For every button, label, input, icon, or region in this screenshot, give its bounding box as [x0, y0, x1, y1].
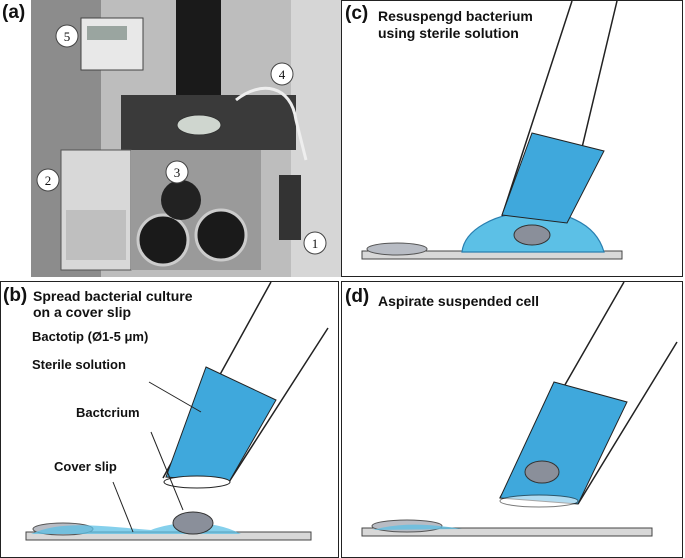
- panel-c-tag: (c): [345, 3, 369, 24]
- device-5: [80, 17, 144, 71]
- svg-text:4: 4: [279, 67, 286, 82]
- panel-c-drawing: [361, 1, 623, 260]
- bacterium-cell: [513, 224, 551, 246]
- leader-sterile: [148, 381, 202, 413]
- panel-a-tag: (a): [2, 2, 26, 23]
- pipette-liquid: [165, 366, 277, 483]
- microscope-photo: 5 4 3 2 1: [31, 0, 341, 277]
- panel-c-title-line-1: Resuspengd bacterium: [378, 8, 533, 24]
- flat-cell: [366, 242, 428, 256]
- svg-text:2: 2: [45, 173, 52, 188]
- bacterium-cell: [524, 460, 560, 484]
- panel-d-drawing: [361, 282, 678, 537]
- panel-b-title-line-2: on a cover slip: [33, 304, 132, 320]
- device-1: [279, 175, 301, 240]
- marker-5: 5: [55, 24, 79, 48]
- objective-column: [176, 0, 221, 110]
- cover-slip: [361, 527, 653, 537]
- panel-d-tag: (d): [345, 286, 370, 307]
- panel-b-drawing: [25, 282, 329, 541]
- svg-text:1: 1: [312, 236, 319, 251]
- marker-4: 4: [270, 62, 294, 86]
- eyepiece-right: [194, 208, 248, 262]
- panel-b-tag: (b): [3, 285, 28, 306]
- bacterium-cell: [172, 511, 214, 535]
- pipette-liquid: [499, 381, 628, 505]
- svg-text:5: 5: [64, 29, 71, 44]
- panel-b-title-line-1: Spread bacterial culture: [33, 288, 193, 304]
- panel-c-title-line-2: using sterile solution: [378, 25, 519, 41]
- panel-d-title: Aspirate suspended cell: [378, 293, 540, 309]
- marker-1: 1: [303, 231, 327, 255]
- panel-a: 5 4 3 2 1: [31, 0, 341, 277]
- eyepiece-left: [136, 213, 190, 267]
- panel-d: [341, 281, 683, 558]
- panel-c: [341, 0, 683, 277]
- panel-b: [0, 281, 339, 558]
- marker-3: 3: [165, 160, 189, 184]
- leader-coverslip: [112, 481, 134, 533]
- pipette-liquid: [501, 132, 605, 224]
- bacterium-label: Bactcrium: [76, 405, 140, 420]
- svg-text:3: 3: [174, 165, 181, 180]
- sterile-solution-label: Sterile solution: [32, 357, 126, 372]
- bactotip-label: Bactotip (Ø1-5 μm): [32, 329, 149, 344]
- cover-slip-label: Cover slip: [54, 459, 117, 474]
- leader-bacterium: [150, 431, 184, 511]
- marker-2: 2: [36, 168, 60, 192]
